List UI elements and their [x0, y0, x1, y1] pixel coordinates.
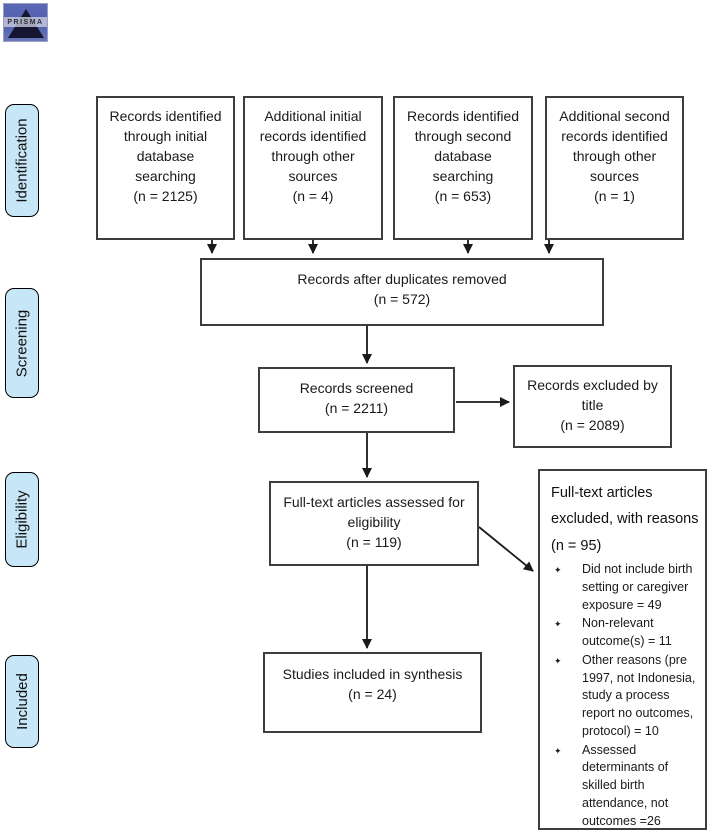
node-text: Records after duplicates removed [297, 271, 507, 287]
node-records-initial-database: Records identified through initial datab… [96, 96, 235, 240]
stage-label-identification: Identification [5, 104, 39, 217]
exclusion-reason-item: ✦ Assessed determinants of skilled birth… [551, 742, 699, 831]
node-count: (n = 4) [292, 187, 334, 204]
exclusion-reason-item: ✦ Non-relevant outcome(s) = 11 [551, 615, 699, 651]
diamond-bullet-icon: ✦ [554, 619, 562, 630]
node-count: (n = 24) [348, 685, 397, 702]
node-text: Studies included in synthesis [282, 666, 463, 682]
node-additional-second-records: Additional second records identified thr… [545, 96, 684, 240]
node-text: Records identified through initial datab… [109, 108, 222, 184]
node-count: (n = 572) [373, 290, 431, 307]
node-text: Additional initial records identified th… [259, 108, 367, 184]
node-count: (n = 1) [594, 187, 635, 204]
node-text: Records screened [299, 380, 414, 396]
node-studies-included: Studies included in synthesis (n = 24) [263, 652, 482, 733]
node-count: (n = 2089) [560, 416, 625, 433]
diamond-bullet-icon: ✦ [554, 655, 562, 666]
node-count: (n = 653) [434, 187, 492, 204]
exclusion-reason-text: Assessed determinants of skilled birth a… [582, 742, 669, 828]
node-duplicates-removed: Records after duplicates removed (n = 57… [200, 258, 604, 326]
node-count: (n = 119) [346, 533, 402, 550]
stage-label-eligibility: Eligibility [5, 472, 39, 567]
arrow-fulltext-to-excluded-reasons [478, 526, 534, 572]
stage-label-text: Screening [13, 309, 31, 377]
exclusion-reason-text: Non-relevant outcome(s) = 11 [582, 616, 672, 649]
node-records-excluded-by-title: Records excluded by title (n = 2089) [513, 365, 672, 448]
prisma-logo-band: PRISMA [4, 17, 47, 27]
exclusion-heading: Full-text articles excluded, with reason… [551, 485, 699, 554]
node-text: Full-text articles assessed for eligibil… [283, 494, 465, 530]
node-text: Records excluded by title [527, 377, 658, 413]
node-records-screened: Records screened (n = 2211) [258, 367, 455, 433]
diamond-bullet-icon: ✦ [554, 745, 562, 756]
prisma-logo: PRISMA [3, 3, 48, 42]
node-text: Records identified through second databa… [406, 108, 520, 184]
exclusion-reason-text: Did not include birth setting or caregiv… [582, 562, 693, 612]
prisma-logo-text: PRISMA [7, 18, 44, 26]
node-fulltext-excluded-reasons: Full-text articles excluded, with reason… [538, 469, 707, 830]
exclusion-reason-text: Other reasons (pre 1997, not Indonesia, … [582, 652, 696, 738]
node-records-second-database: Records identified through second databa… [393, 96, 533, 240]
exclusion-reason-list: ✦ Did not include birth setting or careg… [551, 561, 699, 830]
stage-label-screening: Screening [5, 288, 39, 398]
node-additional-initial-records: Additional initial records identified th… [243, 96, 383, 240]
node-text: Additional second records identified thr… [559, 108, 670, 184]
diamond-bullet-icon: ✦ [554, 565, 562, 576]
exclusion-reason-item: ✦ Did not include birth setting or careg… [551, 561, 699, 614]
stage-label-text: Identification [13, 118, 31, 203]
node-count: (n = 2211) [324, 399, 389, 416]
exclusion-reason-item: ✦ Other reasons (pre 1997, not Indonesia… [551, 652, 699, 741]
node-fulltext-assessed: Full-text articles assessed for eligibil… [269, 481, 479, 566]
node-count: (n = 2125) [133, 187, 198, 204]
stage-label-text: Eligibility [13, 490, 31, 549]
stage-label-text: Included [13, 673, 31, 730]
stage-label-included: Included [5, 655, 39, 748]
